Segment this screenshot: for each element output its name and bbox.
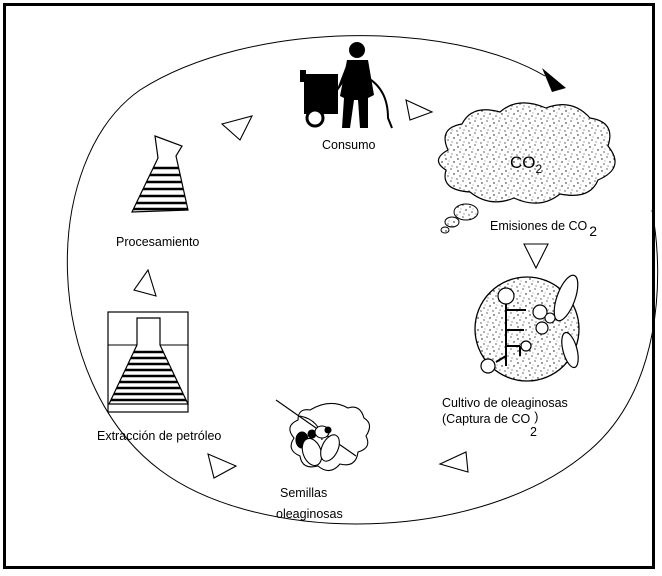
arrow-consumo-to-emisiones: [405, 99, 434, 121]
node-semillas-label-line2: oleaginosas: [276, 507, 343, 521]
co2-cloud-icon: [437, 102, 616, 234]
arrow-procesamiento-to-consumo: [220, 115, 254, 141]
node-cultivo-label-line2: (Captura de CO): [442, 410, 538, 426]
node-procesamiento-label: Procesamiento: [116, 235, 199, 249]
node-cultivo-co2-subscript: 2: [530, 425, 537, 439]
cycle-arrowhead: [542, 68, 566, 92]
crop-cultivation-icon: [474, 274, 580, 382]
seeds-icon: [275, 399, 371, 472]
cloud-co2-text: CO2: [510, 153, 543, 176]
arrow-semillas-to-extraccion: [207, 453, 238, 479]
arrow-extraccion-to-procesamiento: [133, 268, 157, 297]
processing-beaker-icon: [131, 135, 189, 213]
arrow-emisiones-to-cultivo: [523, 243, 549, 270]
consumer-icon: [300, 42, 393, 129]
arrow-cultivo-to-semillas: [438, 451, 469, 473]
node-cultivo-label-line1: Cultivo de oleaginosas: [442, 396, 568, 410]
node-extraccion-label: Extracción de petróleo: [97, 429, 221, 443]
node-consumo-label: Consumo: [322, 138, 376, 152]
extraction-flask-icon: [107, 311, 189, 413]
cycle-ellipse: [66, 35, 659, 525]
node-semillas-label-line1: Semillas: [280, 486, 327, 500]
